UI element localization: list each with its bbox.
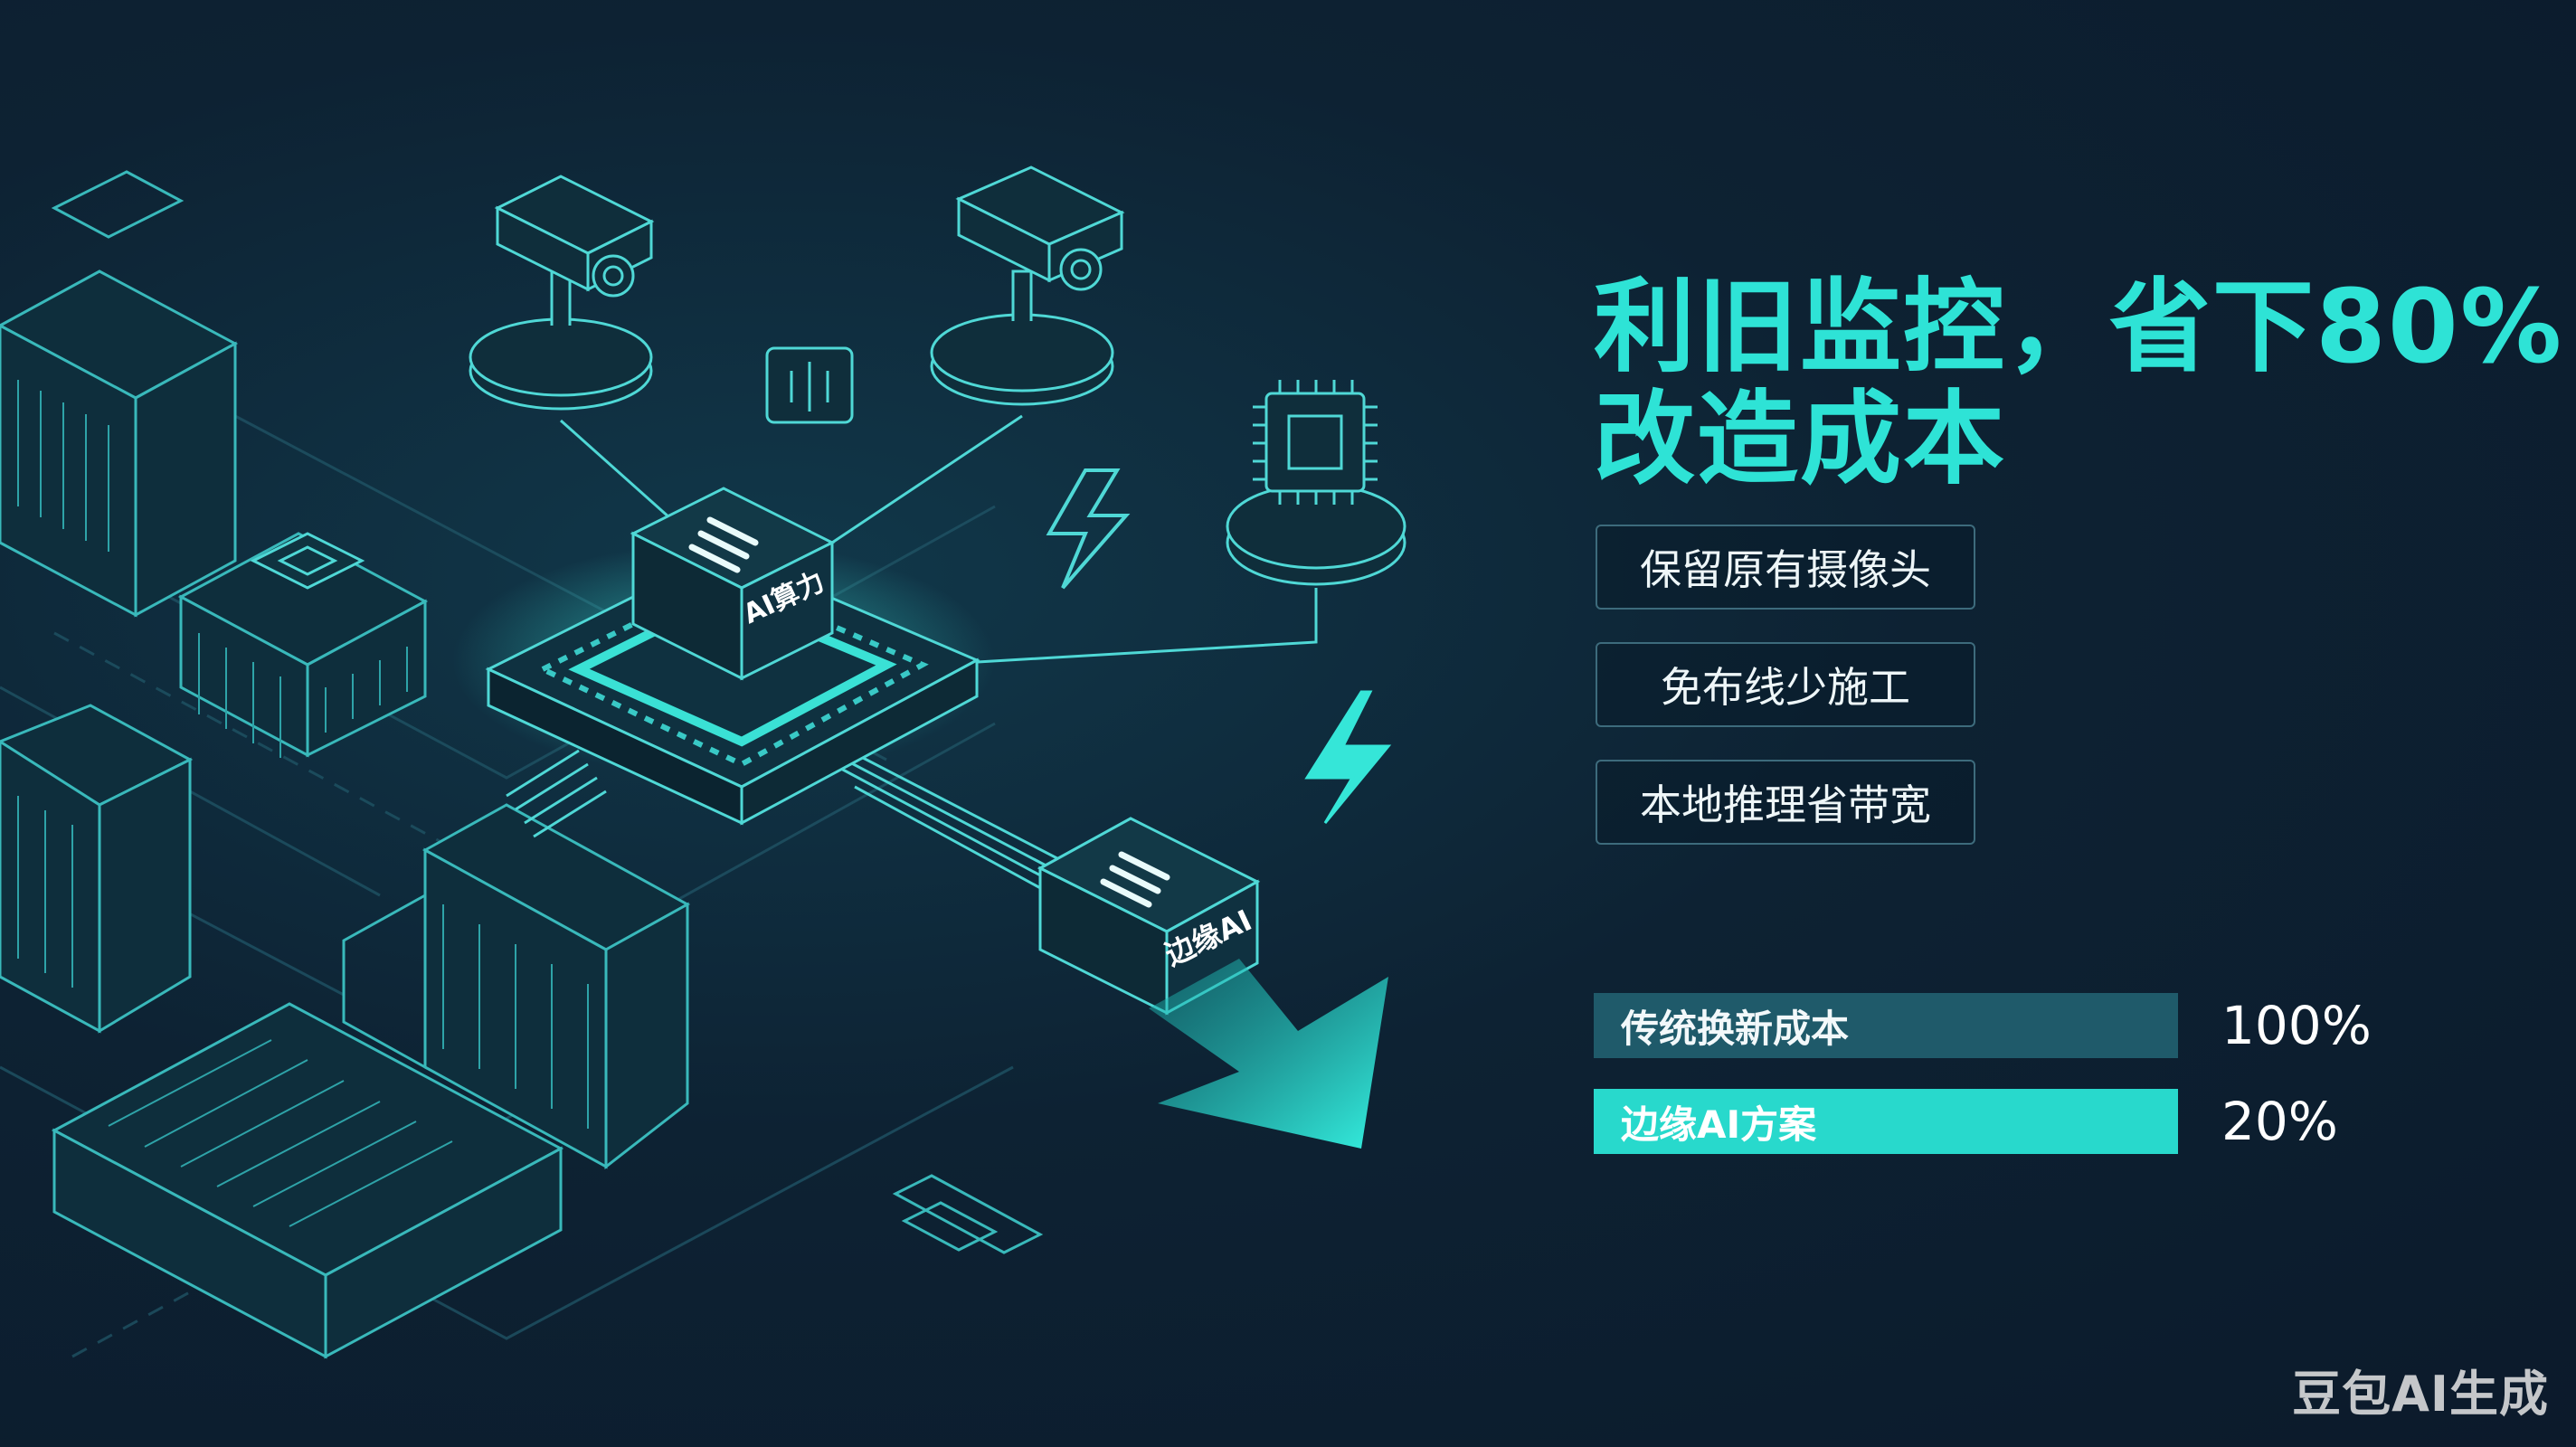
camera-icon-left (469, 175, 655, 411)
traditional-cost-label: 传统换新成本 (1621, 1006, 1850, 1051)
feature-box-no-wiring: 免布线少施工 (1596, 642, 1975, 727)
small-chip-icon (250, 532, 365, 590)
edge-ai-cost-bar: 边缘AI方案 (1594, 1089, 2178, 1154)
camera-icon-right (930, 166, 1125, 406)
traditional-cost-bar: 传统换新成本 (1594, 993, 2178, 1058)
window-grid-top-left (17, 380, 408, 758)
signal-icon (765, 346, 854, 424)
connection-lines (506, 414, 1318, 924)
ai-compute-box: AI算力 (630, 487, 836, 681)
building-cluster-top-left (0, 170, 429, 758)
chip-icon (1226, 380, 1406, 586)
cost-down-arrow (1149, 959, 1388, 1149)
headline: 利旧监控，省下80% 改造成本 (1594, 271, 2563, 496)
lightning-icon-lower (1304, 690, 1392, 824)
edge-ai-cost-value: 20% (2221, 1091, 2338, 1152)
watermark: 豆包AI生成 (2292, 1366, 2549, 1423)
traditional-cost-value: 100% (2221, 995, 2372, 1056)
feature-box-local-inference: 本地推理省带宽 (1596, 760, 1975, 845)
headline-line-2: 改造成本 (1594, 381, 2006, 498)
smart-city-illustration: AI算力 边缘AI (0, 166, 1406, 1359)
edge-ai-cost-label: 边缘AI方案 (1621, 1102, 1817, 1147)
rooftop-panels (17, 796, 589, 1227)
edge-ai-box: 边缘AI (1037, 817, 1261, 1016)
headline-line-1: 利旧监控，省下80% (1594, 269, 2564, 386)
feature-box-keep-cameras: 保留原有摄像头 (1596, 525, 1975, 610)
lightning-icon-upper (1046, 468, 1131, 590)
